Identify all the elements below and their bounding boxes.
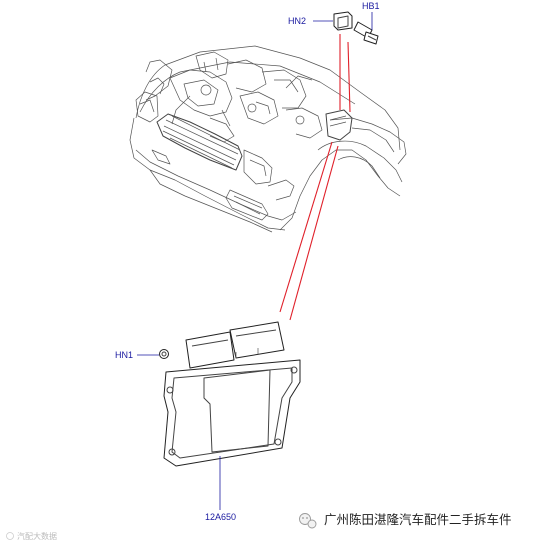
hn1-nut-part	[159, 349, 169, 359]
vehicle-front-illustration	[129, 45, 407, 233]
hn2-callout: HN2	[288, 16, 306, 26]
hb1-callout: HB1	[362, 1, 380, 11]
ecu-assembly-line-right	[289, 145, 339, 321]
hn1-callout: HN1	[115, 350, 133, 360]
source-credit: 广州陈田湛隆汽车配件二手拆车件	[299, 512, 512, 529]
hb1-bolt-part	[353, 21, 379, 45]
wechat-icon	[299, 513, 317, 529]
hb1-assembly-line	[347, 41, 351, 113]
watermark: 汽配大数据	[6, 531, 57, 541]
ecu-module-part	[163, 321, 301, 467]
ecu-part-number: 12A650	[205, 512, 236, 522]
source-text: 广州陈田湛隆汽车配件二手拆车件	[324, 512, 512, 527]
watermark-text: 汽配大数据	[17, 531, 57, 541]
ecu-assembly-line-left	[279, 141, 333, 313]
hn2-nut-part	[333, 11, 353, 31]
leader-lines	[137, 12, 373, 510]
